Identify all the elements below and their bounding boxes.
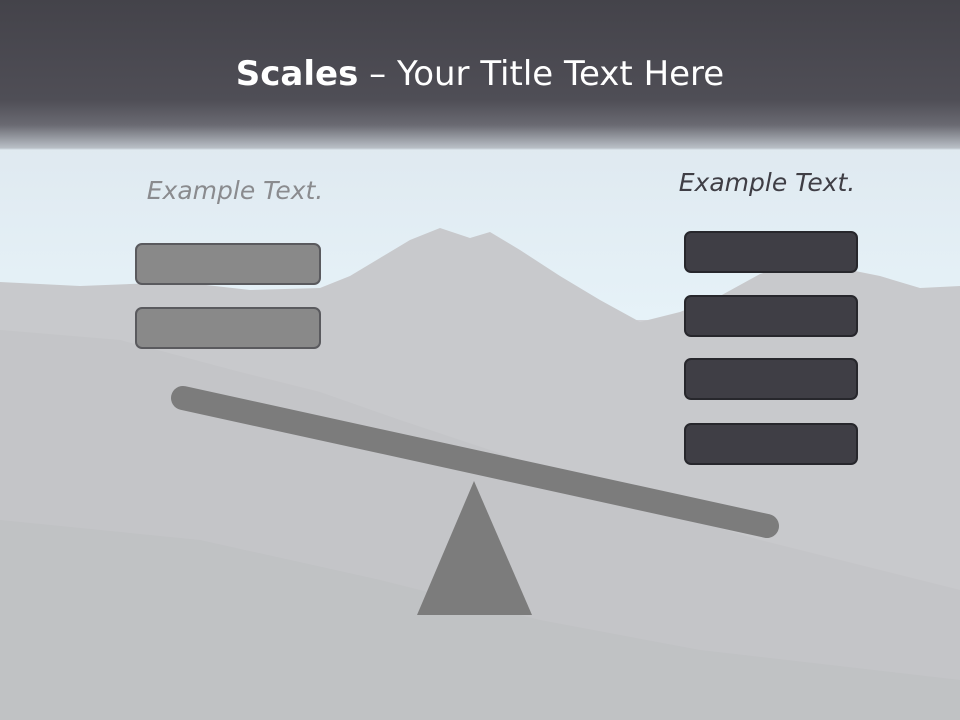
title-bar: [0, 0, 960, 150]
fulcrum-triangle: [417, 481, 532, 615]
left-example-text[interactable]: Example Text.: [146, 176, 324, 205]
left-box-1[interactable]: [135, 243, 321, 285]
right-box-1[interactable]: [684, 231, 858, 273]
right-box-2[interactable]: [684, 295, 858, 337]
right-box-4[interactable]: [684, 423, 858, 465]
right-box-3[interactable]: [684, 358, 858, 400]
title-rest: Your Title Text Here: [396, 54, 725, 94]
right-example-text[interactable]: Example Text.: [678, 168, 856, 197]
slide-title[interactable]: Scales – Your Title Text Here: [0, 52, 960, 96]
scale-beam: [171, 386, 779, 538]
title-separator: –: [358, 54, 397, 94]
left-box-2[interactable]: [135, 307, 321, 349]
title-strong: Scales: [235, 54, 359, 94]
